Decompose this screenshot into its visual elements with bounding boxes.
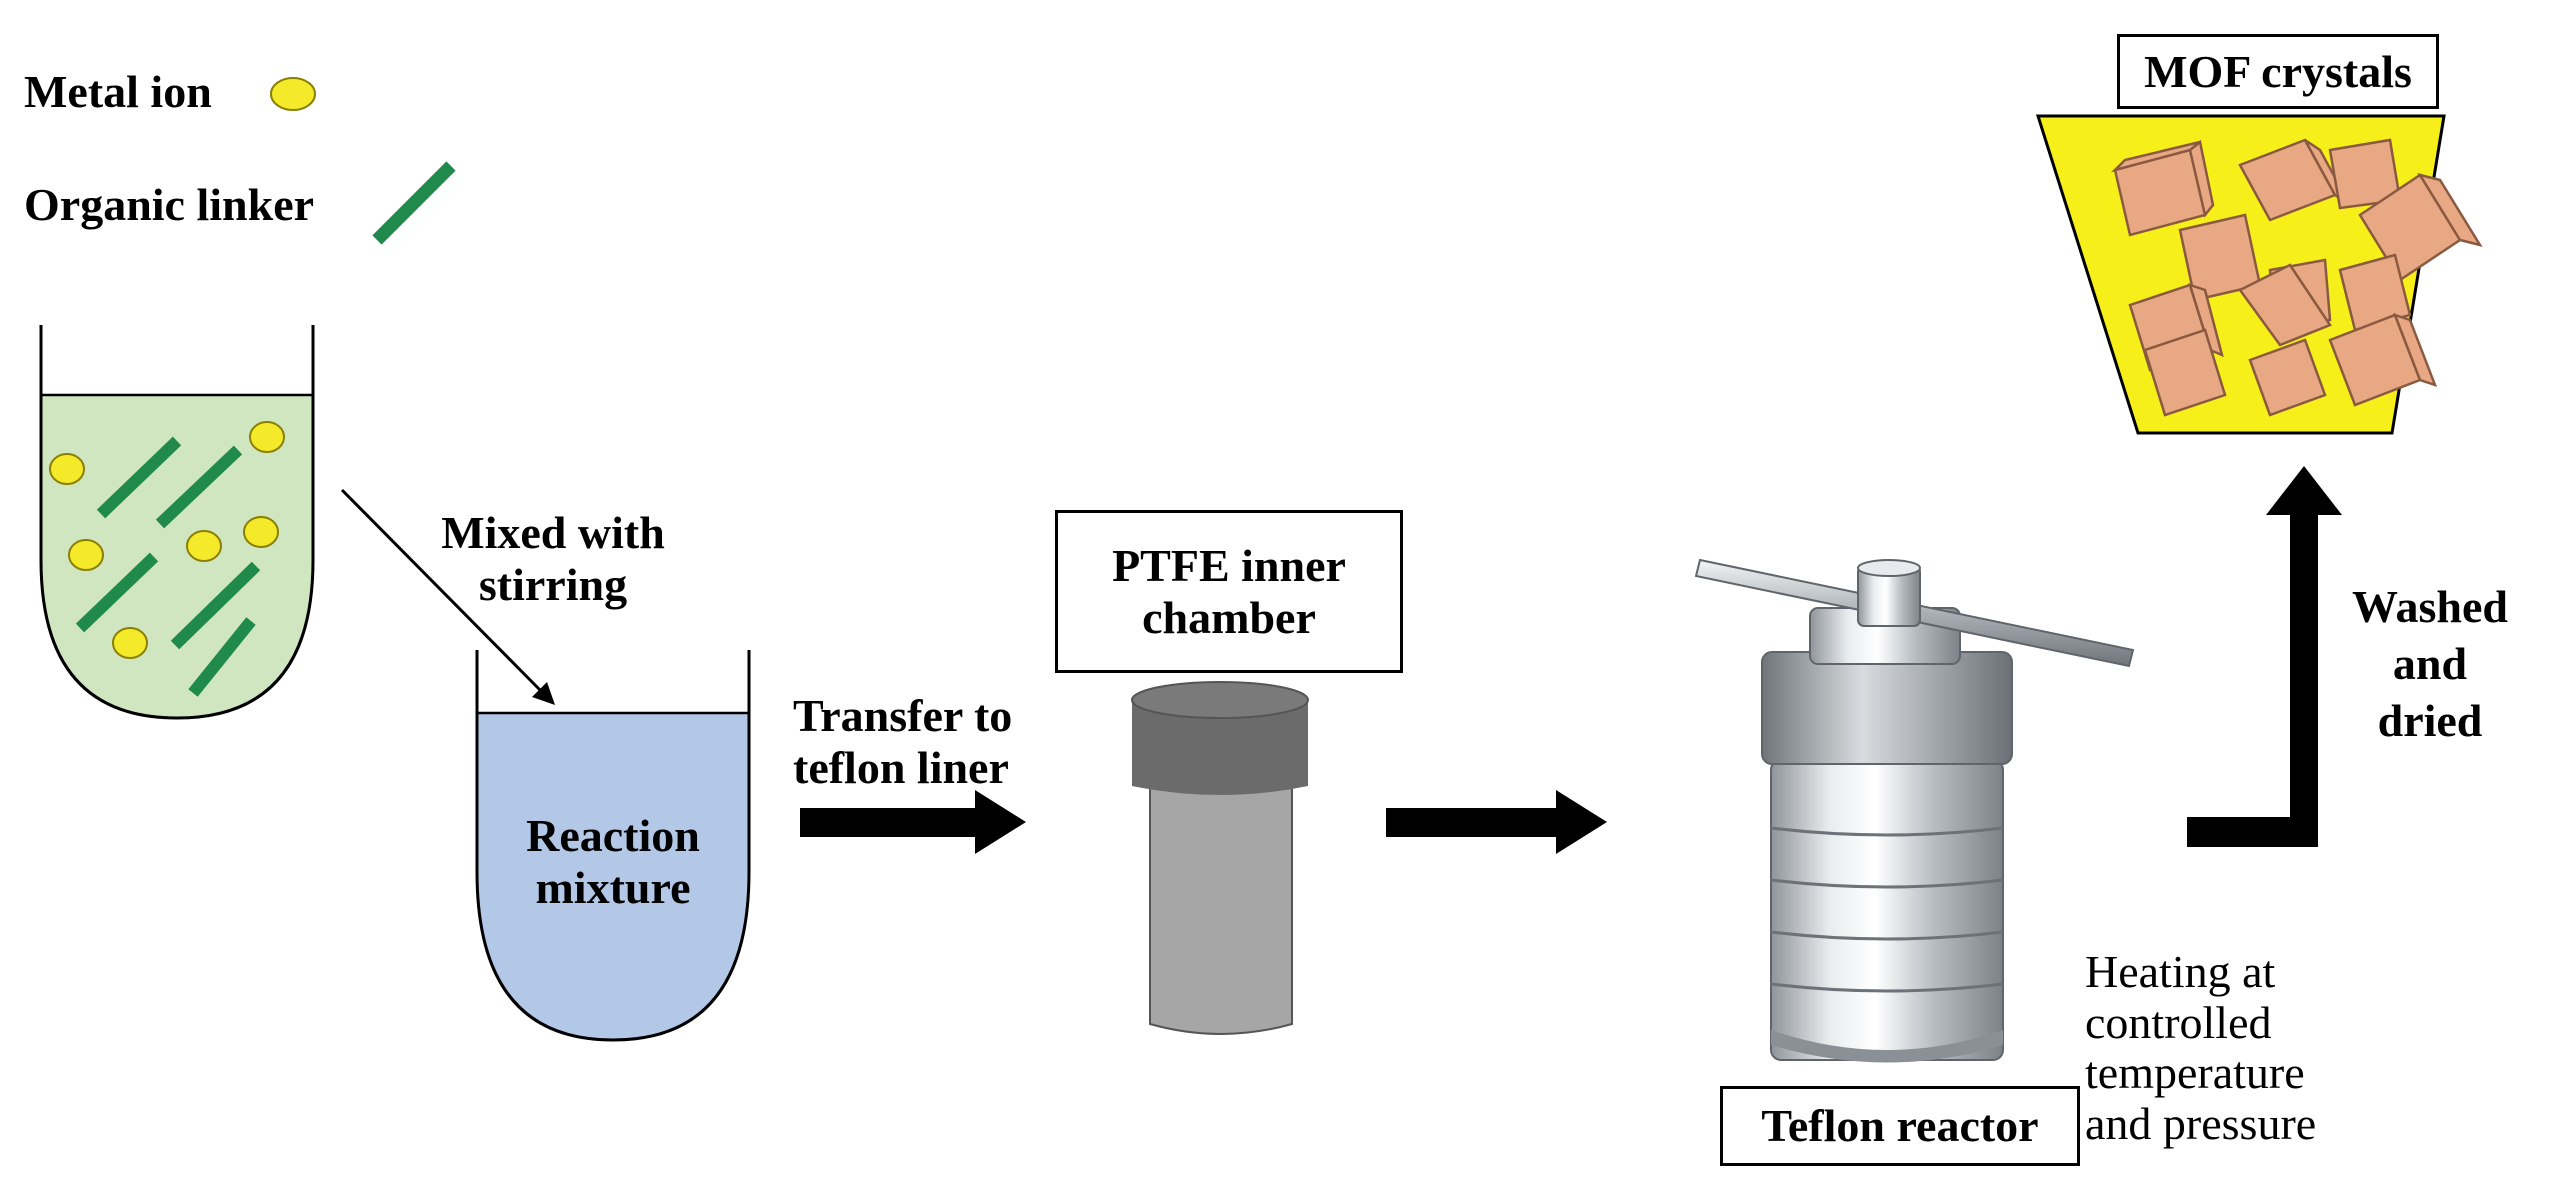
washed-line-1: Washed: [2352, 581, 2508, 632]
transfer-line-1: Transfer to: [793, 690, 1013, 741]
heating-line-3: temperature: [2085, 1047, 2305, 1099]
transfer-to-teflon-liner-label: Transfer to teflon liner: [793, 690, 1012, 793]
transfer-line-2: teflon liner: [793, 741, 1009, 793]
washed-line-3: dried: [2377, 695, 2483, 747]
ptfe-line-2: chamber: [1142, 591, 1316, 643]
ptfe-liner-icon: [1131, 681, 1309, 1035]
reaction-mixture-label: Reaction mixture: [480, 810, 746, 913]
mixed-with-stirring-label: Mixed with stirring: [418, 507, 688, 610]
arrow-right-icon: [800, 790, 1026, 854]
washed-and-dried-label: Washed and dried: [2320, 578, 2540, 749]
ptfe-line-1: PTFE inner: [1112, 539, 1346, 591]
ptfe-inner-chamber-box: PTFE inner chamber: [1055, 510, 1403, 673]
arrow-up-icon: [2187, 466, 2342, 847]
reaction-beaker-icon: [475, 650, 751, 1042]
mof-crystals-icon: [2035, 114, 2483, 435]
mixed-line-2: stirring: [478, 558, 628, 610]
heating-line-1: Heating at: [2085, 946, 2276, 997]
organic-linker-legend-icon: [372, 161, 456, 245]
legend-metal-ion-label: Metal ion: [24, 66, 212, 117]
heating-line-4: and pressure: [2085, 1097, 2317, 1149]
reaction-line-1: Reaction: [526, 810, 700, 861]
arrow-right-icon-2: [1386, 790, 1607, 854]
mof-crystals-box: MOF crystals: [2117, 34, 2439, 109]
teflon-reactor-box: Teflon reactor: [1720, 1086, 2080, 1166]
heating-conditions-label: Heating at controlled temperature and pr…: [2085, 946, 2317, 1149]
beaker-icon: [39, 325, 315, 720]
mof-crystals-label: MOF crystals: [2144, 45, 2412, 97]
mixed-line-1: Mixed with: [441, 507, 665, 558]
teflon-reactor-label: Teflon reactor: [1761, 1100, 2039, 1152]
reaction-line-2: mixture: [535, 861, 691, 913]
metal-ion-legend-icon: [270, 77, 316, 111]
washed-line-2: and: [2392, 638, 2468, 690]
heating-line-2: controlled: [2085, 996, 2272, 1048]
mixing-arrow-icon: [340, 488, 555, 705]
legend-organic-linker-label: Organic linker: [24, 179, 315, 230]
teflon-reactor-icon: [1694, 558, 2135, 1063]
